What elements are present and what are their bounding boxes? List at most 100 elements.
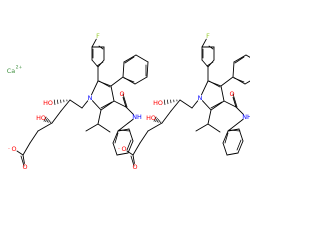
bond xyxy=(60,99,71,112)
bond xyxy=(110,76,124,87)
stereo-hash-bond xyxy=(170,99,172,104)
stereo-hash-bond xyxy=(57,99,59,105)
hydroxyl-label: HO xyxy=(43,99,53,107)
stereo-hash-bond xyxy=(153,116,157,122)
double-bond-line xyxy=(208,45,214,50)
hydroxyl-label: HO xyxy=(146,114,156,122)
bond xyxy=(132,142,141,156)
stereo-hash-bond xyxy=(53,99,56,105)
bond xyxy=(22,154,25,164)
bond xyxy=(227,118,244,132)
double-bond-line xyxy=(96,61,104,67)
amide-nh-label: NH xyxy=(242,113,250,121)
bond xyxy=(22,142,31,156)
bond xyxy=(207,123,221,133)
bond xyxy=(113,100,127,108)
bond xyxy=(179,99,193,109)
bond xyxy=(222,130,229,144)
calcium-charge: 2+ xyxy=(16,65,23,71)
double-bond-line xyxy=(206,61,214,67)
stereo-hash-bond xyxy=(159,121,162,124)
stereo-hash-bond xyxy=(49,121,52,124)
bond xyxy=(201,100,212,111)
bond xyxy=(85,123,99,132)
calcium-counterion: Ca 2+ xyxy=(7,65,23,76)
stereo-hash-bond xyxy=(60,99,62,104)
bond xyxy=(117,118,134,132)
bond xyxy=(207,109,212,125)
bond xyxy=(91,100,102,111)
stereo-hash-bond xyxy=(163,99,166,105)
double-bond-line xyxy=(118,129,131,132)
stereo-hash-bond xyxy=(46,118,50,123)
amide-oxygen-label: O xyxy=(229,90,234,98)
double-bond-line xyxy=(130,155,135,167)
double-bond-line xyxy=(20,155,25,167)
bond xyxy=(220,76,234,87)
bond xyxy=(201,80,209,96)
fluorine-label: F xyxy=(96,32,100,40)
double-bond-line xyxy=(114,132,119,144)
bond xyxy=(195,123,209,132)
double-bond-line xyxy=(233,77,245,83)
double-bond-line xyxy=(210,101,223,109)
carboxylate-charge: - xyxy=(8,147,10,152)
double-bond-line xyxy=(98,45,104,50)
bond xyxy=(126,150,134,156)
carboxylate-oxygen-label: O xyxy=(11,145,16,153)
bond xyxy=(146,61,149,78)
bond xyxy=(127,140,134,154)
double-bond-line xyxy=(232,93,238,108)
bond xyxy=(220,85,225,102)
bond xyxy=(227,128,240,132)
double-bond-line xyxy=(236,139,242,151)
stereo-hash-bond xyxy=(167,99,169,105)
bond xyxy=(245,54,250,58)
stereo-hash-bond xyxy=(158,120,161,123)
double-bond-line xyxy=(124,56,135,64)
bond xyxy=(123,54,137,63)
double-bond-line xyxy=(98,80,111,88)
bond xyxy=(29,130,39,144)
double-bond-line xyxy=(234,56,245,64)
double-bond-line xyxy=(126,139,132,151)
bond xyxy=(226,152,239,156)
amide-nh-label: NH xyxy=(132,113,142,121)
bond xyxy=(232,96,237,108)
bond xyxy=(125,106,134,115)
amide-oxygen-label: O xyxy=(119,90,124,98)
bond xyxy=(122,61,125,78)
bond xyxy=(244,80,250,85)
bond xyxy=(233,54,247,63)
carboxylate-oxygen-label: O xyxy=(22,163,27,171)
double-bond-line xyxy=(208,80,221,88)
carboxylate-oxygen-label: O xyxy=(132,163,137,171)
bond xyxy=(134,76,148,85)
bond xyxy=(117,128,130,132)
bond xyxy=(191,100,199,109)
bond xyxy=(161,110,172,124)
calcium-label: Ca xyxy=(7,67,15,75)
stereo-hash-bond xyxy=(48,120,51,123)
hydroxyl-label: HO xyxy=(36,114,46,122)
bond xyxy=(37,122,53,132)
bond xyxy=(110,85,115,102)
double-bond-line xyxy=(228,129,241,132)
bond xyxy=(135,54,149,63)
bond xyxy=(235,106,244,115)
stereo-hash-bond xyxy=(45,117,48,123)
stereo-hash-bond xyxy=(43,116,47,122)
bond xyxy=(97,123,111,133)
bond xyxy=(69,99,83,109)
bond xyxy=(132,154,135,164)
bond xyxy=(122,96,127,108)
bond xyxy=(116,152,129,156)
double-bond-line xyxy=(100,101,113,109)
ring-nitrogen-label: N xyxy=(88,94,93,102)
bond xyxy=(51,110,62,124)
bond xyxy=(139,130,149,144)
bond xyxy=(147,122,163,132)
